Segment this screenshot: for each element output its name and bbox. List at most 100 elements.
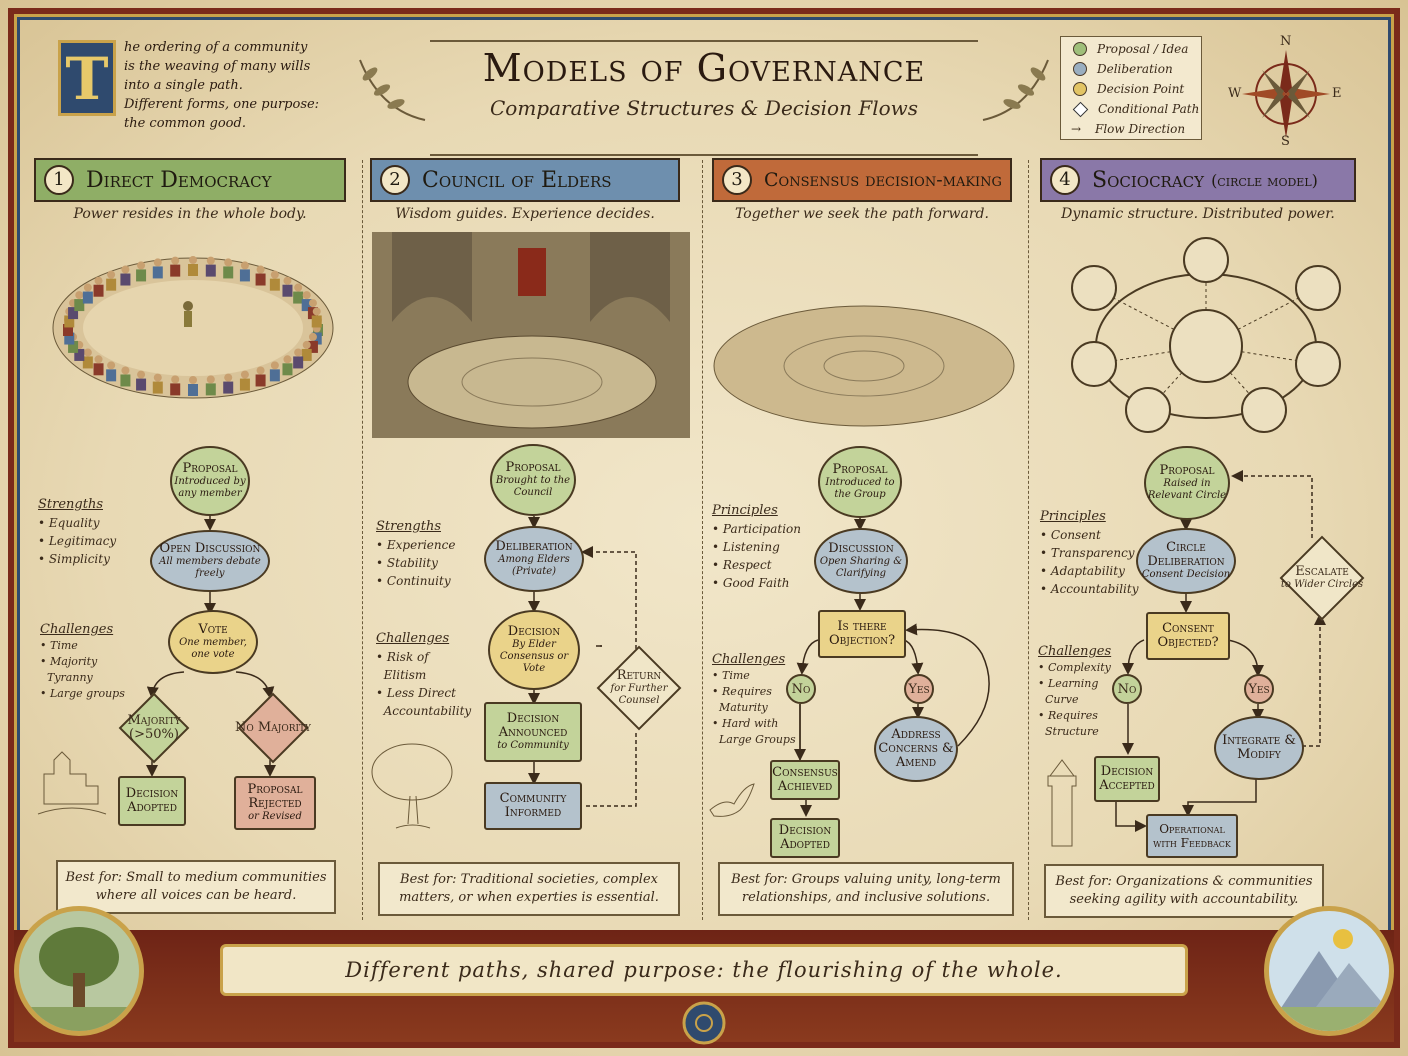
node-decision-adopted: Decision Adopted	[118, 776, 186, 826]
principles-list: Principles • Participation • Listening •…	[712, 503, 801, 590]
crowd-person	[282, 284, 293, 297]
council-illustration	[372, 232, 690, 438]
strengths-list: Strengths • Experience • Stability • Con…	[376, 519, 456, 588]
crowd-person	[293, 291, 304, 304]
crowd-person	[255, 273, 266, 286]
title-frame	[430, 40, 978, 156]
crowd-person	[136, 269, 147, 282]
crowd-head	[302, 340, 311, 349]
crowd-person	[136, 378, 147, 391]
footer-motto-scroll: Different paths, shared purpose: the flo…	[220, 944, 1188, 996]
node-consent-objected: Consent Objected?	[1146, 612, 1230, 660]
crowd-head	[75, 291, 84, 300]
medallion-icon	[682, 1001, 726, 1045]
crowd-head	[94, 276, 103, 285]
strengths-list: Strengths • Equality • Legitimacy • Simp…	[38, 497, 117, 566]
crowd-head	[256, 265, 265, 274]
crowd-head	[240, 370, 249, 379]
crowd-person	[63, 324, 73, 336]
crowd-head	[224, 373, 233, 382]
crowd-head	[189, 256, 197, 264]
crowd-head	[153, 373, 162, 382]
tower-sketch-icon	[1047, 759, 1077, 847]
intro-line: the common good.	[124, 116, 246, 131]
node-operational-feedback: Operational with Feedback	[1146, 814, 1238, 858]
crowd-person	[255, 374, 266, 387]
crowd-head	[308, 299, 317, 308]
crowd-head	[121, 265, 130, 274]
crowd-head	[171, 375, 180, 384]
challenges-heading: Challenges	[376, 631, 450, 646]
crowd-person	[269, 278, 280, 291]
legend-item: →Flow Direction	[1071, 122, 1186, 136]
arrow-icon: →	[1071, 122, 1082, 136]
yes-label: Yes	[904, 674, 934, 704]
page-title: Models of Governance	[482, 46, 926, 90]
column-title: Council of Elders	[422, 167, 612, 193]
page-subtitle: Comparative Structures & Decision Flows	[489, 96, 919, 120]
crowd-head	[171, 256, 180, 265]
crowd-person	[120, 374, 131, 387]
strengths-heading: Strengths	[376, 519, 441, 534]
intro-line: is the weaving of many wills	[124, 59, 311, 74]
compass-e: E	[1332, 86, 1342, 101]
crowd-person	[93, 284, 104, 297]
crowd-person	[269, 369, 280, 382]
crowd-head	[308, 332, 317, 341]
crowd-person	[74, 299, 85, 312]
crowd-head	[83, 348, 92, 357]
banner-sociocracy: 4 Sociocracy (circle model)	[1040, 158, 1356, 202]
node-no-majority: No Majority	[228, 692, 318, 764]
column-title: Sociocracy	[1092, 167, 1205, 193]
challenges-heading: Challenges	[1038, 644, 1112, 659]
crowd-head	[256, 366, 265, 375]
crowd-person	[311, 315, 322, 328]
mountain-roundel	[1264, 906, 1394, 1036]
node-decision-accepted: Decision Accepted	[1094, 756, 1160, 802]
node-consensus-achieved: Consensus Achieved	[770, 760, 840, 800]
crowd-head	[283, 355, 292, 364]
column-number: 1	[44, 165, 74, 195]
column-title-small: (circle model)	[1211, 170, 1318, 190]
assembly-illustration	[52, 256, 334, 399]
circle-network-diagram	[1071, 237, 1341, 433]
node-decision-adopted: Decision Adopted	[770, 818, 840, 858]
column-number: 4	[1050, 165, 1080, 195]
principles-heading: Principles	[1040, 509, 1106, 524]
crowd-head	[302, 291, 311, 300]
footer-motto: Different paths, shared purpose: the flo…	[345, 958, 1063, 982]
legend-item: Decision Point	[1061, 79, 1201, 99]
crowd-person	[170, 264, 181, 277]
column-tagline: Together we seek the path forward.	[735, 206, 989, 222]
column-tagline: Dynamic structure. Distributed power.	[1061, 206, 1335, 222]
compass-rose-icon	[1242, 50, 1330, 138]
compass-s: S	[1281, 134, 1290, 149]
crowd-person	[106, 369, 117, 382]
crowd-person	[301, 299, 312, 312]
column-divider	[1028, 160, 1029, 920]
crowd-head	[137, 261, 146, 270]
crowd-person	[223, 266, 234, 279]
crowd-person	[82, 291, 93, 304]
legend-item: Deliberation	[1061, 59, 1201, 79]
laurel-right-icon	[982, 59, 1049, 121]
crowd-head	[137, 370, 146, 379]
challenges-list: Challenges • Complexity • Learning Curve…	[1038, 644, 1112, 738]
crowd-head	[107, 361, 116, 370]
diamond-icon	[1072, 101, 1089, 117]
decision-dot-icon	[1073, 82, 1087, 96]
compass-w: W	[1228, 86, 1242, 101]
crowd-head	[270, 361, 279, 370]
crowd-person	[68, 307, 79, 320]
tree-roundel	[14, 906, 144, 1036]
crowd-person	[223, 381, 234, 394]
crowd-head	[206, 256, 215, 265]
no-label: No	[1112, 674, 1142, 704]
